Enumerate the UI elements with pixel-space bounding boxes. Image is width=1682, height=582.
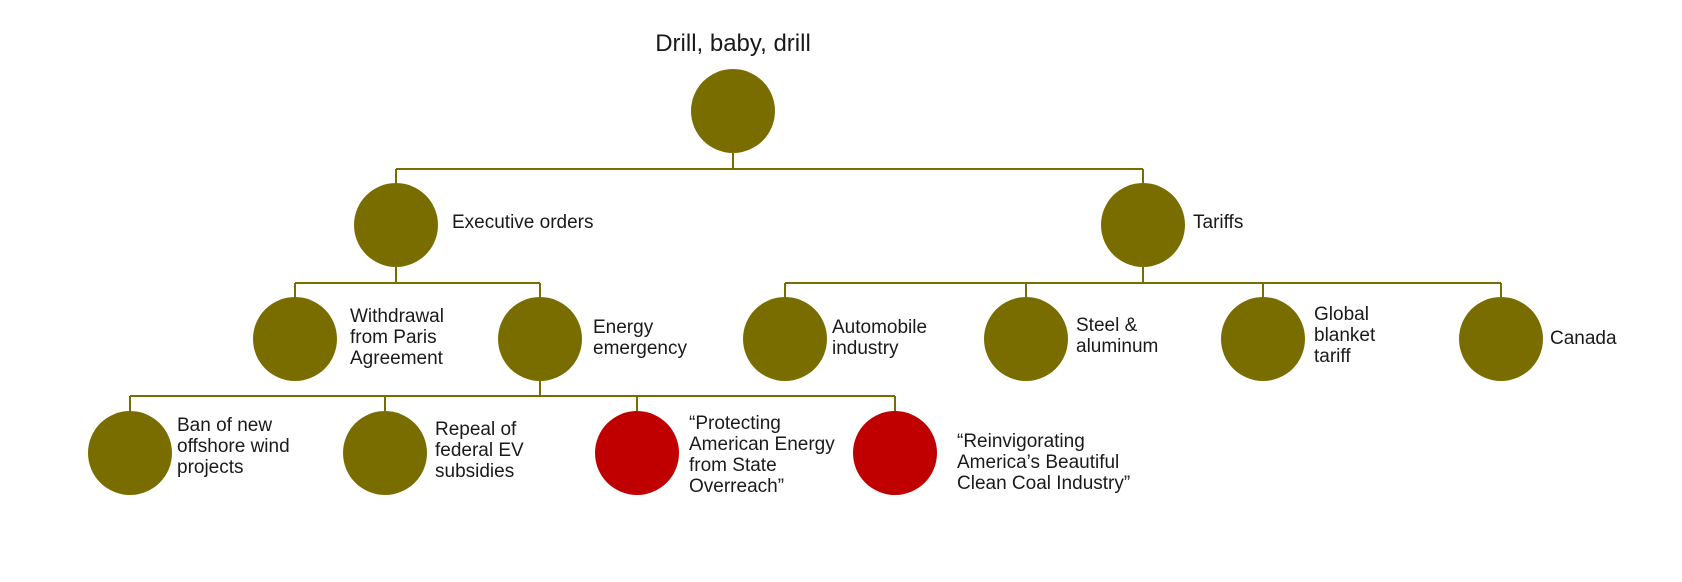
node-label-repeal-ev-subsidies: Repeal of federal EV subsidies [435, 419, 524, 482]
node-label-canada: Canada [1550, 328, 1617, 349]
node-label-global-blanket-tariff: Global blanket tariff [1314, 304, 1376, 367]
node-label-steel-aluminum: Steel & aluminum [1076, 315, 1159, 357]
node-circle-withdrawal-paris [253, 297, 337, 381]
node-label-root: Drill, baby, drill [655, 30, 811, 57]
node-circle-tariffs [1101, 183, 1185, 267]
node-circle-ban-offshore-wind [88, 411, 172, 495]
node-circle-protecting-american-energy [595, 411, 679, 495]
node-circle-root [691, 69, 775, 153]
node-label-ban-offshore-wind: Ban of new offshore wind projects [177, 415, 290, 478]
node-label-protecting-american-energy: “Protecting American Energy from State O… [689, 413, 835, 497]
node-label-executive-orders: Executive orders [452, 212, 594, 233]
nodes [88, 69, 1543, 495]
node-label-automobile-industry: Automobile industry [832, 317, 928, 359]
node-circle-automobile-industry [743, 297, 827, 381]
node-label-tariffs: Tariffs [1193, 212, 1244, 233]
node-circle-steel-aluminum [984, 297, 1068, 381]
node-circle-repeal-ev-subsidies [343, 411, 427, 495]
node-label-energy-emergency: Energy emergency [593, 317, 687, 359]
node-circle-executive-orders [354, 183, 438, 267]
node-circle-energy-emergency [498, 297, 582, 381]
node-circle-reinvigorating-coal [853, 411, 937, 495]
node-label-withdrawal-paris: Withdrawal from Paris Agreement [350, 306, 444, 369]
connectors [129, 153, 1502, 411]
node-circle-global-blanket-tariff [1221, 297, 1305, 381]
node-circle-canada [1459, 297, 1543, 381]
node-label-reinvigorating-coal: “Reinvigorating America’s Beautiful Clea… [957, 431, 1131, 494]
